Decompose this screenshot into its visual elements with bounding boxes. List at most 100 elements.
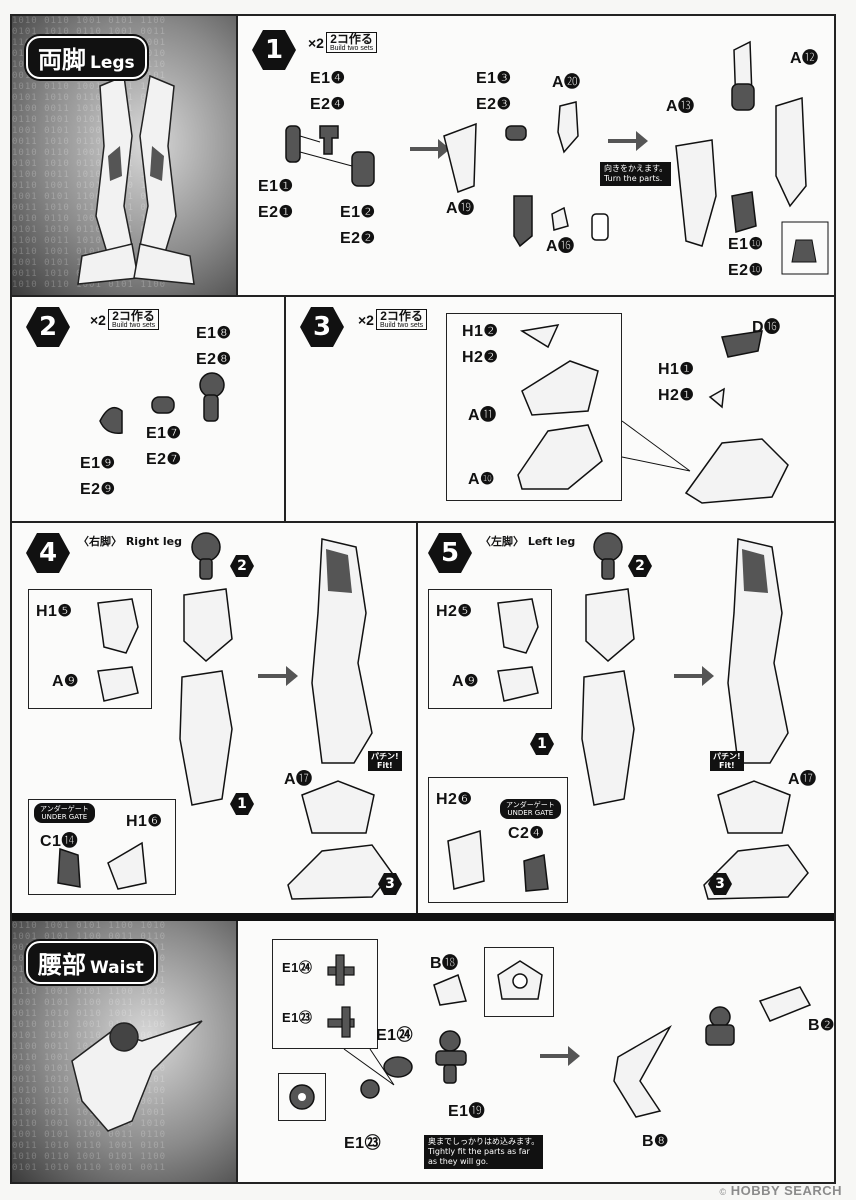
part-label: E2❷: [340, 230, 376, 247]
big-arrow: [540, 1046, 580, 1066]
legs-title-en: Legs: [90, 53, 135, 73]
build-two-en: Build two sets: [329, 45, 374, 52]
legs-banner: 1010 0110 1001 0101 1100 0101 1010 0110 …: [12, 16, 238, 296]
part-label: E1㉔: [376, 1027, 414, 1044]
divider: [12, 913, 834, 921]
step-4-knee-parts: [57, 841, 147, 890]
part-label: E2❸: [476, 96, 512, 113]
step-5-panel: 5 〈左脚〉 Left leg 2 H2❺ A❾ 1 H2❻ アンダーゲート U…: [418, 523, 834, 913]
waist-title: 腰部 Waist: [26, 941, 156, 984]
part-label: E1❽: [196, 325, 232, 342]
part-label: E2❹: [310, 96, 346, 113]
waist-joint-parts: [327, 954, 355, 1038]
part-label: A⓳: [446, 200, 475, 217]
step-2-badge: 2: [26, 307, 70, 347]
watermark-reg: ©: [719, 1187, 727, 1197]
part-label: B❽: [642, 1133, 669, 1150]
step-3-badge: 3: [300, 307, 344, 347]
part-label: A❾: [52, 673, 79, 690]
divider: [12, 521, 834, 523]
watermark: © HOBBY SEARCH: [720, 1183, 842, 1198]
waist-assembled: [613, 986, 812, 1118]
under-gate-tag: アンダーゲート UNDER GATE: [500, 799, 561, 819]
step-2-build-two: ×2 2コ作る Build two sets: [90, 309, 160, 330]
step-1-panel: 1 ×2 2コ作る Build two sets E1❹ E2❹ E1❶ E2❶…: [240, 16, 834, 296]
step-4-leg-parts: [179, 532, 233, 806]
part-label: E2❾: [80, 481, 116, 498]
step-1-parts-b: [443, 101, 609, 248]
part-label: B❷: [808, 1017, 835, 1034]
tight-fit-note: 奥までしっかりはめ込みます。 Tightly fit the parts as …: [424, 1135, 544, 1169]
step-1-badge: 1: [252, 30, 296, 70]
step-1-parts-c: [675, 40, 829, 275]
step-5-badge: 5: [428, 533, 472, 573]
part-label: E2❿: [728, 262, 764, 279]
fit-tag: パチン! Fit!: [710, 751, 744, 771]
legs-title: 両脚 Legs: [26, 36, 147, 79]
part-label: H2❷: [462, 349, 499, 366]
divider: [284, 297, 286, 521]
ref-step-1-badge: 1: [230, 793, 254, 815]
turn-parts-note: 向きをかえます。 Turn the parts.: [600, 162, 672, 186]
part-label: A⓬: [790, 50, 819, 67]
build-two-en: Build two sets: [111, 322, 156, 329]
part-label: E1❾: [80, 455, 116, 472]
part-label: E1⓳: [448, 1103, 486, 1120]
step-3-assembled: [684, 330, 789, 504]
under-gate-en: UNDER GATE: [507, 809, 554, 817]
part-label: C2❹: [508, 825, 545, 842]
under-gate-jp: アンダーゲート: [40, 805, 89, 813]
step-5-knee-parts: [447, 830, 549, 892]
fit-en: Fit!: [718, 761, 735, 770]
build-two-mult: ×2: [358, 311, 374, 328]
part-label: A⓴: [552, 74, 581, 91]
part-label: H1❷: [462, 323, 499, 340]
part-label: C1⓮: [40, 833, 78, 850]
build-two-box: 2コ作る Build two sets: [107, 309, 160, 330]
waist-title-jp: 腰部: [38, 951, 86, 979]
legs-illustration: [77, 74, 195, 285]
part-label: E2❽: [196, 351, 232, 368]
part-label: A❾: [452, 673, 479, 690]
part-label: H1❶: [658, 361, 695, 378]
callout-line: [621, 420, 691, 472]
big-arrow: [608, 131, 648, 151]
socket-part: [497, 960, 543, 1000]
waist-core-parts: [360, 973, 467, 1099]
part-label: E1㉓: [344, 1135, 382, 1152]
part-label: E1❸: [476, 70, 512, 87]
step-1-parts-a: [285, 125, 375, 187]
step-2-parts: [99, 372, 225, 434]
step-4-assembled-leg: [287, 538, 393, 900]
step-5-leg-parts: [581, 532, 635, 806]
build-two-box: 2コ作る Build two sets: [375, 309, 428, 330]
part-label: E1㉔: [282, 960, 313, 975]
part-label: H1❻: [126, 813, 163, 830]
waist-banner: 0110 1001 0101 1100 1010 1001 0101 1100 …: [12, 921, 238, 1182]
waist-joint-box: [272, 939, 378, 1049]
socket-detail: [289, 1084, 315, 1110]
waist-title-en: Waist: [90, 958, 144, 978]
part-label: A⓫: [468, 407, 497, 424]
part-label: A⓭: [666, 98, 695, 115]
part-label: H2❶: [658, 387, 695, 404]
waist-illustration: [71, 1020, 203, 1132]
step-1-build-two: ×2 2コ作る Build two sets: [308, 32, 378, 53]
divider: [12, 295, 834, 297]
step-5-visor-parts: [497, 598, 539, 702]
under-gate-jp: アンダーゲート: [506, 801, 555, 809]
part-label: B⓲: [430, 955, 459, 972]
step-3-panel: 3 ×2 2コ作る Build two sets H1❷ H2❷ A⓫ A❿ D…: [286, 297, 834, 521]
divider: [416, 523, 418, 913]
ref-step-3-badge: 3: [708, 873, 732, 895]
part-label: A❿: [468, 471, 495, 488]
build-two-jp: 2コ作る: [112, 309, 155, 323]
build-two-en: Build two sets: [379, 322, 424, 329]
part-label: E1㉓: [282, 1010, 313, 1025]
part-label: E1❶: [258, 178, 294, 195]
build-two-box: 2コ作る Build two sets: [325, 32, 378, 53]
part-label: E2❼: [146, 451, 182, 468]
part-label: H1❺: [36, 603, 73, 620]
callout-line: [343, 1048, 395, 1086]
step-4-visor-parts: [97, 598, 139, 702]
